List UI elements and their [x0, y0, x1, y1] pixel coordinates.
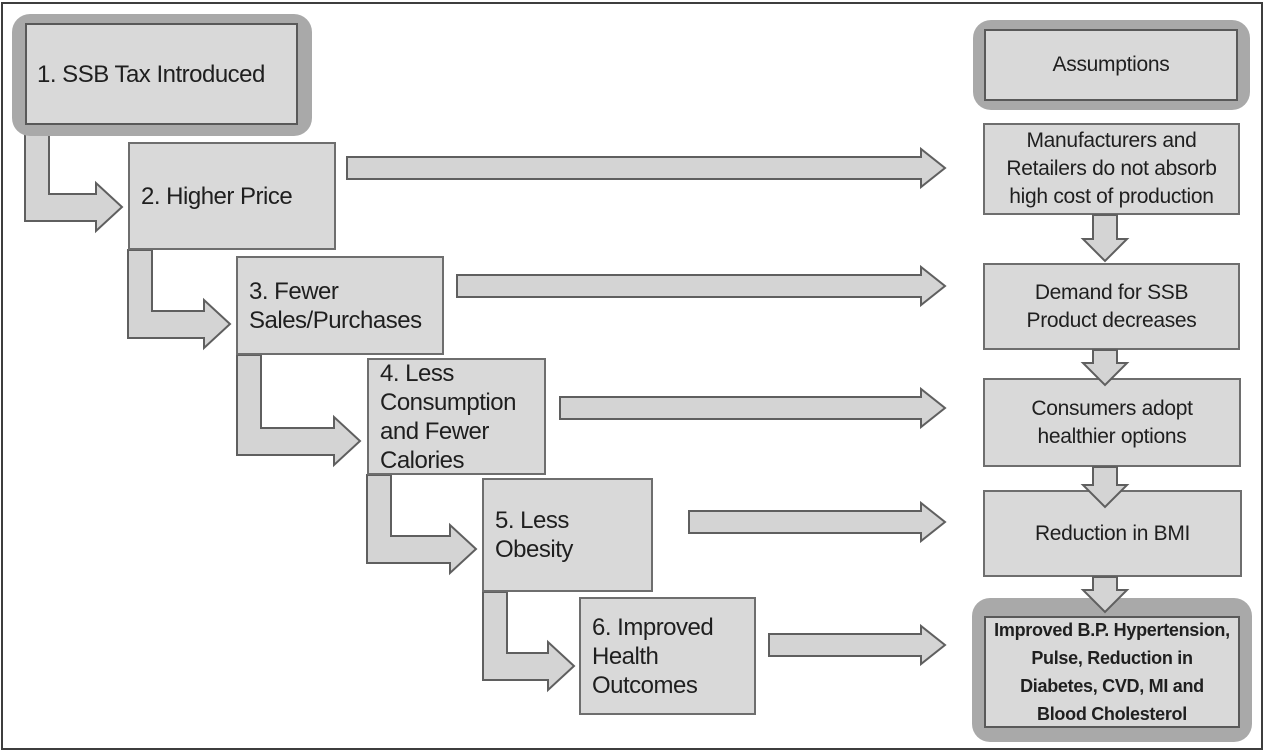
- box-step1-label: 1. SSB Tax Introduced: [37, 60, 265, 88]
- assumption-manufacturers-label: Manufacturers and Retailers do not absor…: [1006, 129, 1217, 208]
- box-step6-label: 6. Improved Health Outcomes: [592, 613, 714, 699]
- box-assumptions-header: Assumptions: [973, 20, 1250, 110]
- box-step2-higher-price: 2. Higher Price: [128, 142, 336, 250]
- box-step5-label: 5. Less Obesity: [495, 507, 573, 563]
- box-step6-improved-health: 6. Improved Health Outcomes: [579, 597, 756, 715]
- assumption-bmi-label: Reduction in BMI: [1034, 521, 1191, 545]
- assumption-healthier-label: Consumers adopt healthier options: [1031, 396, 1193, 448]
- box-step3-fewer-sales: 3. Fewer Sales/Purchases: [236, 256, 444, 355]
- box-assumption-improved-outcomes: Improved B.P. Hypertension, Pulse, Reduc…: [972, 598, 1252, 742]
- assumption-demand-label: Demand for SSB Product decreases: [1026, 280, 1197, 332]
- box-step2-label: 2. Higher Price: [141, 182, 293, 210]
- box-assumption-manufacturers: Manufacturers and Retailers do not absor…: [983, 123, 1240, 215]
- box-step3-label: 3. Fewer Sales/Purchases: [249, 277, 422, 334]
- box-step1-ssb-tax-introduced: 1. SSB Tax Introduced: [12, 14, 312, 136]
- box-assumption-reduction-bmi: Reduction in BMI: [983, 490, 1242, 577]
- box-step4-less-consumption: 4. Less Consumption and Fewer Calories: [367, 358, 546, 475]
- assumptions-header-label: Assumptions: [1052, 53, 1170, 76]
- assumption-outcomes-label: Improved B.P. Hypertension, Pulse, Reduc…: [994, 620, 1230, 724]
- box-assumption-demand-decreases: Demand for SSB Product decreases: [983, 263, 1240, 350]
- box-step4-label: 4. Less Consumption and Fewer Calories: [380, 359, 516, 474]
- box-step5-less-obesity: 5. Less Obesity: [482, 478, 653, 592]
- box-assumption-healthier-options: Consumers adopt healthier options: [983, 378, 1241, 467]
